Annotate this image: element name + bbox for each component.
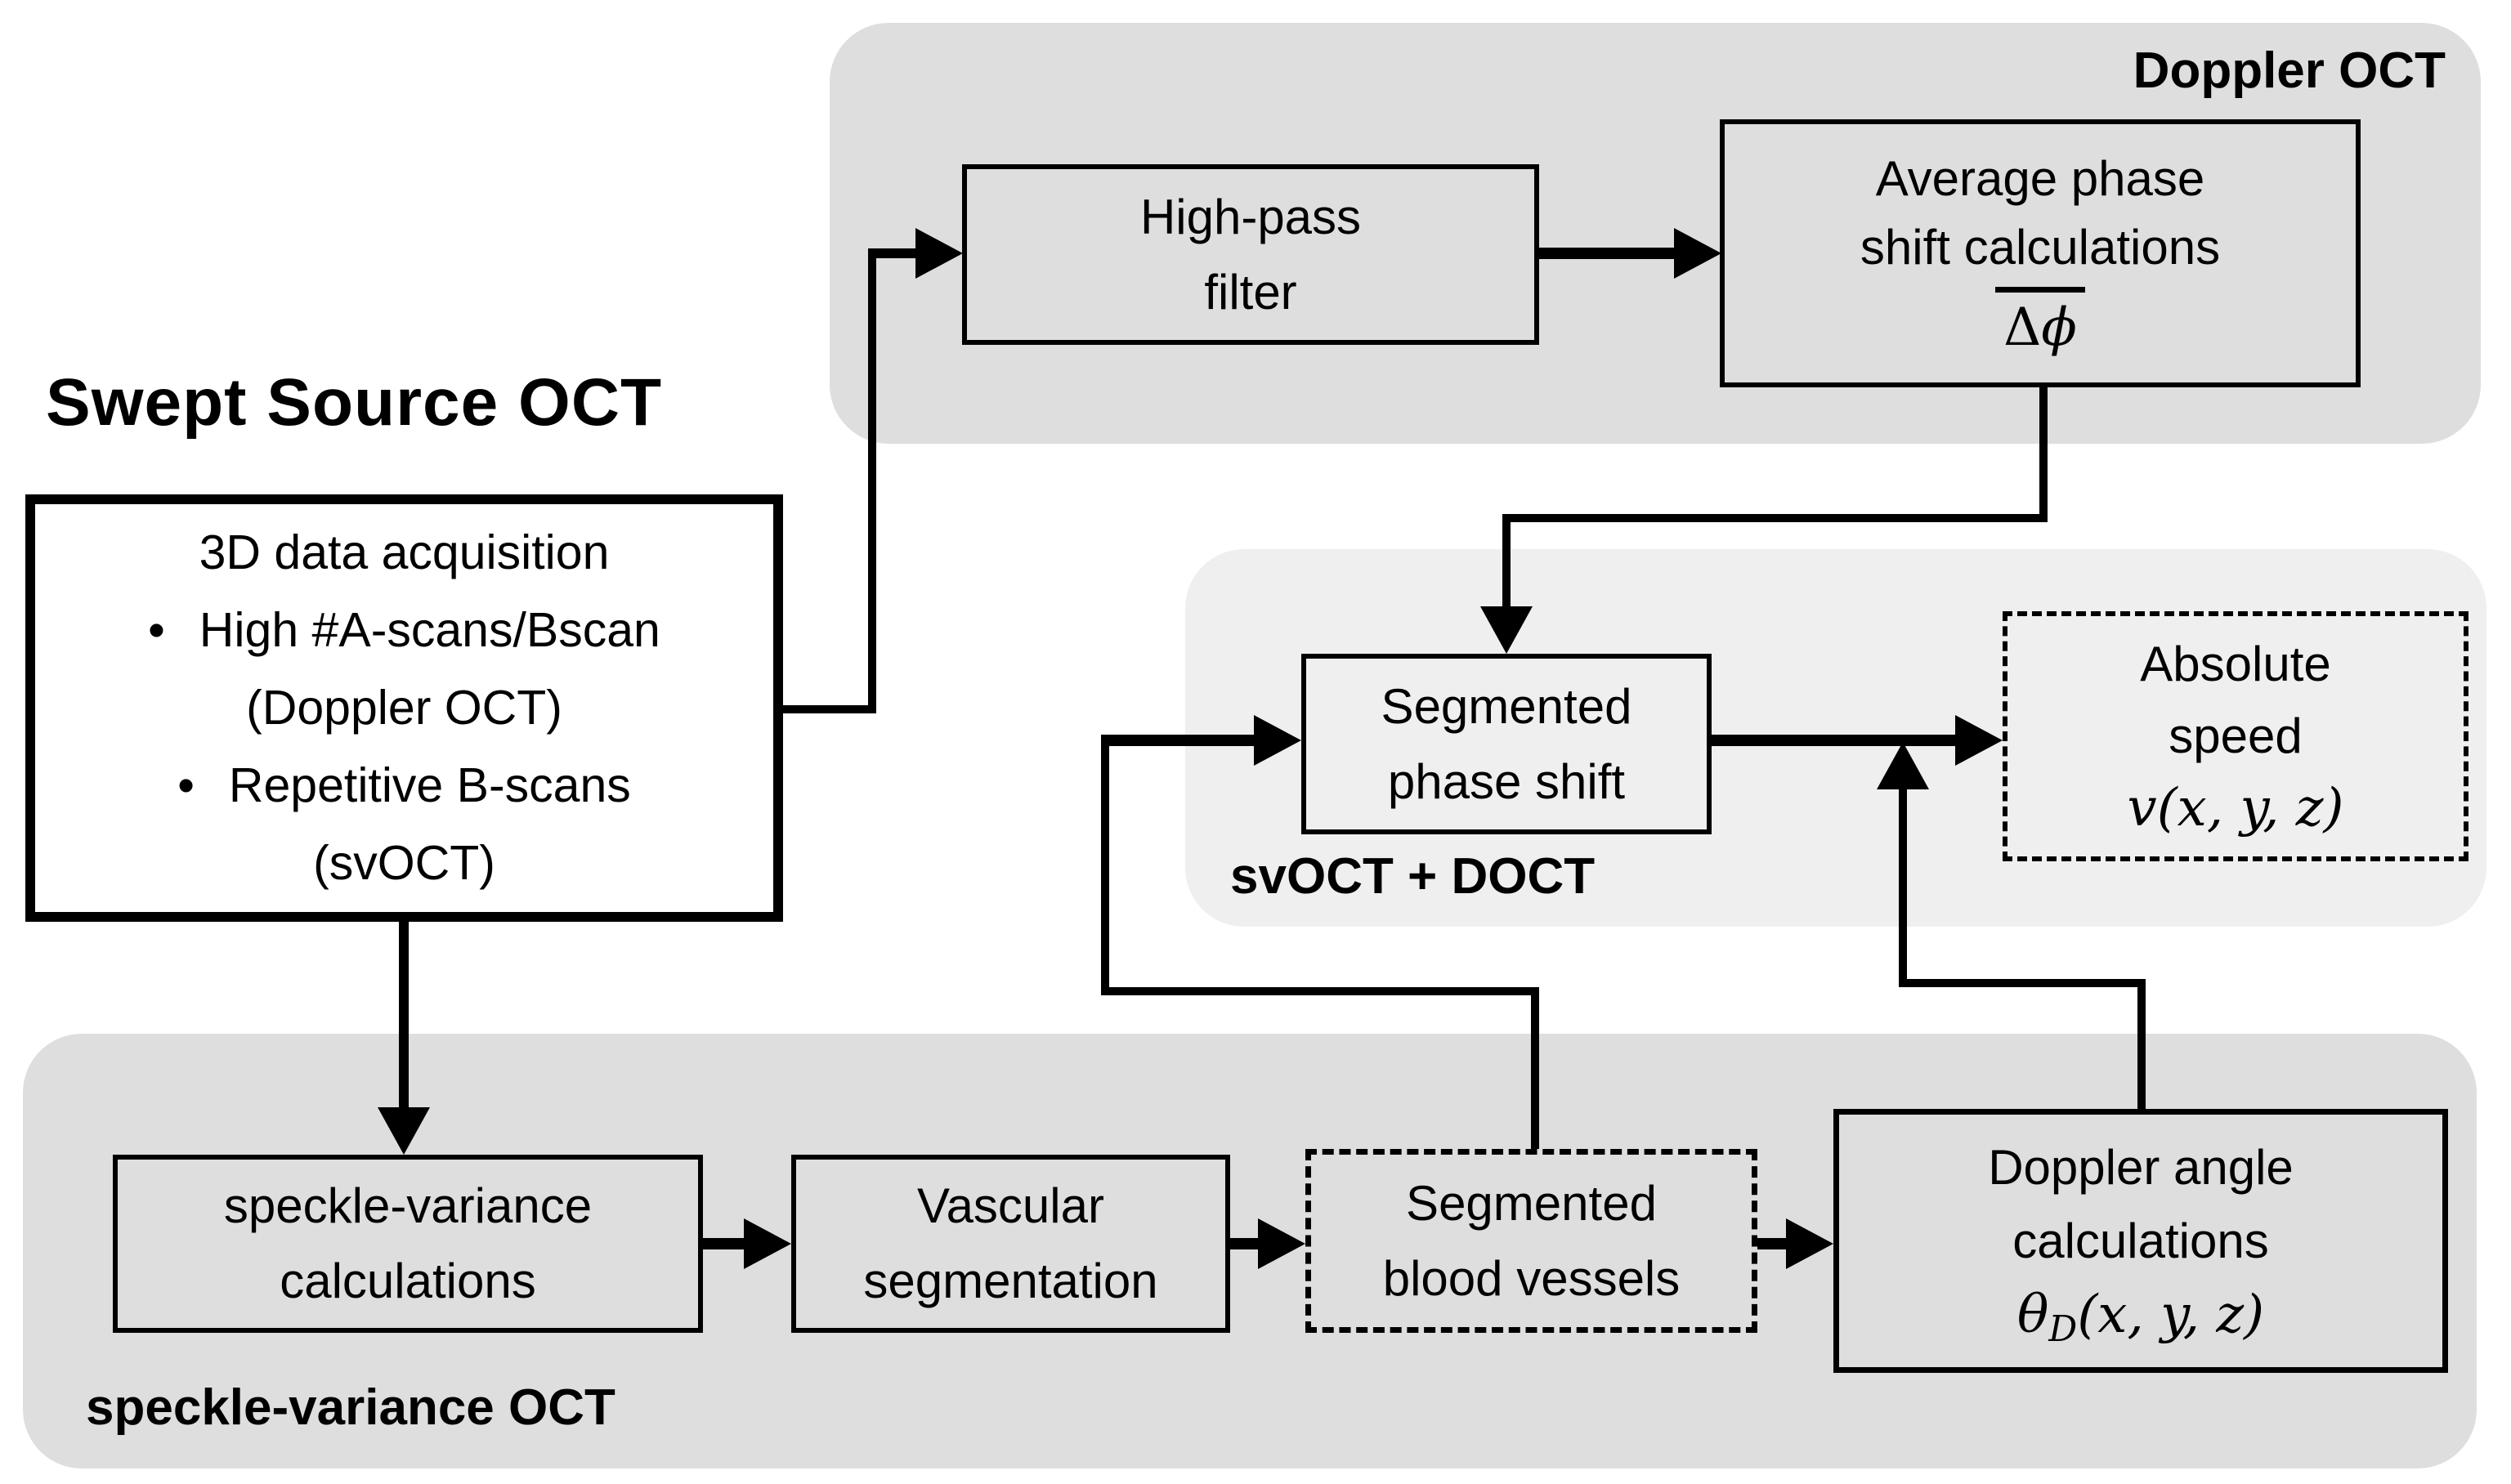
connector-vessels-stub xyxy=(1101,735,1256,746)
connector-acq-to-highpass-stub xyxy=(868,248,917,258)
segvessels-line-2: blood vessels xyxy=(1382,1250,1681,1306)
arrowhead-into-dopangle xyxy=(1786,1218,1833,1269)
node-absolute-speed: Absolute speed v(x, y, z) xyxy=(2003,611,2468,861)
segvessels-line-1: Segmented xyxy=(1406,1175,1657,1231)
connector-svcalc-to-vascseg xyxy=(703,1238,745,1249)
acq-line-doppler: (Doppler OCT) xyxy=(246,681,562,735)
connector-vessels-v2 xyxy=(1101,735,1109,995)
connector-vascseg-to-vessels xyxy=(1230,1238,1263,1249)
panel-label-svoct-doct: svOCT + DOCT xyxy=(1230,848,1596,905)
node-3d-data-acquisition: 3D data acquisition • High #A-scans/Bsca… xyxy=(25,494,783,922)
dopangle-math-theta-xyz: θD(x, y, z) xyxy=(2016,1284,2265,1350)
node-vascular-segmentation: Vascular segmentation xyxy=(791,1155,1230,1333)
connector-vessels-h xyxy=(1101,987,1539,995)
bullet-icon: • xyxy=(177,758,195,812)
arrowhead-into-svcalc xyxy=(378,1107,430,1155)
node-high-pass-filter: High-pass filter xyxy=(962,164,1539,345)
acq-line-ascans: High #A-scans/Bscan xyxy=(199,603,660,657)
absspeed-math-v-xyz: v(x, y, z) xyxy=(2127,778,2344,838)
overline-delta-phi: Δϕ xyxy=(1995,287,2085,356)
connector-avgphase-v1 xyxy=(2039,386,2048,522)
connector-vessels-to-dopangle xyxy=(1757,1238,1789,1249)
page-title: Swept Source OCT xyxy=(46,365,663,440)
node-segmented-blood-vessels: Segmented blood vessels xyxy=(1305,1149,1757,1333)
arrowhead-up-into-absspeed-arrow xyxy=(1877,742,1929,789)
absspeed-line-2: speed xyxy=(2169,708,2303,763)
vascseg-line-1: Vascular xyxy=(917,1178,1104,1233)
svcalc-line-1: speckle-variance xyxy=(223,1178,593,1233)
arrowhead-into-avgphase xyxy=(1674,228,1721,279)
panel-label-doppler-oct: Doppler OCT xyxy=(2133,42,2446,99)
node-segmented-phase-shift: Segmented phase shift xyxy=(1301,654,1712,834)
absspeed-line-1: Absolute xyxy=(2140,637,2331,691)
arrowhead-into-highpass xyxy=(915,228,963,279)
connector-dopangle-v2 xyxy=(1899,786,1907,987)
bullet-icon: • xyxy=(148,603,165,657)
connector-dopangle-v1 xyxy=(2137,979,2146,1110)
arrowhead-into-segphase-top xyxy=(1480,606,1533,654)
panel-speckle-variance-oct xyxy=(23,1034,2477,1468)
avgphase-math-delta-phi: Δϕ xyxy=(1995,282,2085,362)
connector-dopangle-h xyxy=(1899,979,2146,987)
panel-doppler-oct xyxy=(830,23,2481,444)
connector-acq-to-svcalc xyxy=(399,922,409,1110)
acq-bullet-line-1: • High #A-scans/Bscan xyxy=(148,592,660,669)
svcalc-line-2: calculations xyxy=(280,1254,536,1308)
arrowhead-into-vascseg xyxy=(744,1218,791,1269)
acq-line-svoct: (svOCT) xyxy=(313,836,495,890)
avgphase-line-1: Average phase xyxy=(1875,151,2205,206)
connector-acq-to-highpass-v xyxy=(868,249,876,713)
connector-avgphase-v2 xyxy=(1502,514,1511,608)
connector-avgphase-h xyxy=(1502,514,2048,522)
acq-bullet-line-2: • Repetitive B-scans xyxy=(177,747,631,825)
connector-acq-to-highpass-h xyxy=(778,705,876,713)
connector-vessels-v1 xyxy=(1531,987,1539,1149)
arrowhead-into-segphase-left xyxy=(1254,715,1301,766)
highpass-line-1: High-pass xyxy=(1139,189,1362,244)
acq-line-title: 3D data acquisition xyxy=(199,525,610,579)
node-doppler-angle-calculations: Doppler angle calculations θD(x, y, z) xyxy=(1833,1109,2448,1373)
highpass-line-2: filter xyxy=(1204,264,1297,320)
node-average-phase-shift: Average phase shift calculations Δϕ xyxy=(1720,119,2361,387)
avgphase-line-2: shift calculations xyxy=(1860,220,2221,275)
arrowhead-into-absspeed xyxy=(1955,715,2003,766)
dopangle-line-2: calculations xyxy=(2012,1213,2269,1268)
panel-label-speckle-variance-oct: speckle-variance OCT xyxy=(86,1379,615,1436)
segphase-line-1: Segmented xyxy=(1381,678,1632,734)
vascseg-line-2: segmentation xyxy=(863,1254,1158,1308)
arrowhead-into-vessels xyxy=(1258,1218,1305,1269)
dopangle-line-1: Doppler angle xyxy=(1988,1139,2294,1195)
acq-line-bscans: Repetitive B-scans xyxy=(228,758,631,812)
connector-highpass-to-avgphase xyxy=(1539,248,1678,259)
node-speckle-variance-calculations: speckle-variance calculations xyxy=(113,1155,703,1333)
segphase-line-2: phase shift xyxy=(1387,753,1626,809)
